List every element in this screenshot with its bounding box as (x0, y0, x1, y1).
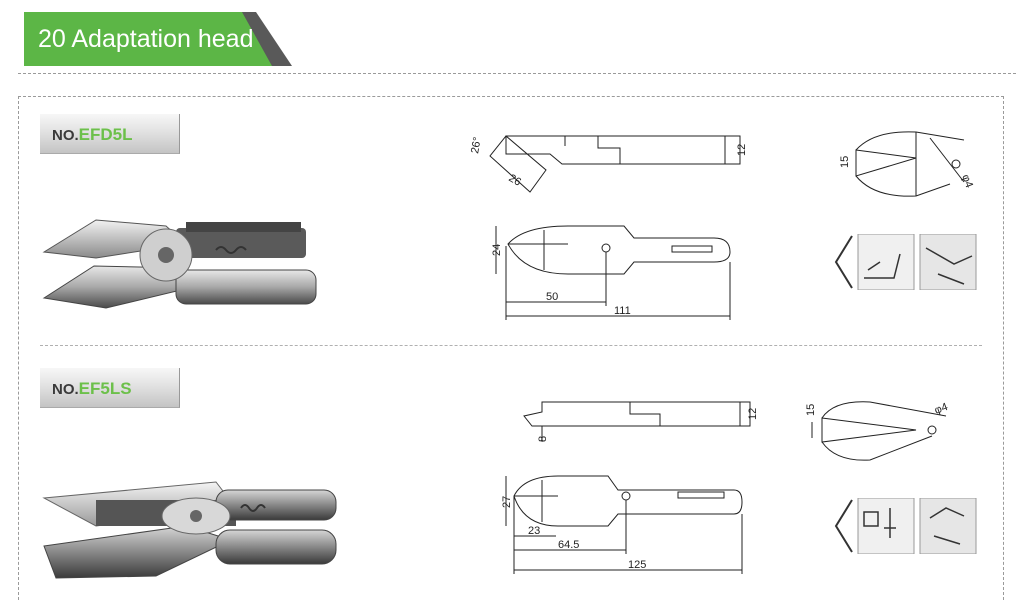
usage-photo-icon (857, 234, 915, 290)
dim-edge: 26 (507, 172, 524, 189)
usage-photo-icon (919, 234, 977, 290)
dim-width: 24 (491, 244, 503, 256)
dim-hole: φ4 (933, 401, 950, 417)
jaw-detail-efd5l: 15 φ4 (839, 131, 975, 197)
product-divider (40, 345, 982, 346)
dim-blade: 8 (537, 436, 549, 442)
jaw-detail-ef5ls: 15 φ4 (805, 401, 950, 461)
products-frame (18, 96, 1004, 600)
top-view-efd5l: 24 50 111 (491, 225, 731, 320)
usage-icons-efd5l (834, 234, 977, 290)
dim-thickness: 12 (736, 144, 748, 156)
header-rule (18, 73, 1016, 74)
model-code: EF5LS (78, 379, 132, 398)
model-code: EFD5L (78, 125, 133, 144)
product-photo-efd5l (42, 219, 317, 309)
dim-length: 125 (628, 559, 646, 571)
usage-icons-ef5ls (834, 498, 977, 554)
dim-pivot: 50 (546, 291, 558, 303)
side-view-ef5ls: 8 12 (523, 401, 759, 442)
section-title: 20 Adaptation head (38, 25, 254, 53)
dim-pivot: 64.5 (558, 539, 579, 551)
product-photo-ef5ls (42, 481, 337, 579)
header-tab-shape (24, 12, 292, 66)
model-badge-ef5ls: NO.EF5LS (40, 368, 180, 408)
dim-height: 15 (839, 156, 851, 168)
usage-photo-icon (919, 498, 977, 554)
section-header: 20 Adaptation head (24, 12, 296, 66)
dim-width: 27 (501, 496, 513, 508)
model-badge-efd5l: NO.EFD5L (40, 114, 180, 154)
dim-length: 111 (614, 305, 631, 317)
dim-hole: φ4 (959, 173, 975, 190)
dim-tip: 23 (528, 525, 540, 537)
model-prefix: NO. (52, 127, 79, 144)
dim-thickness: 12 (747, 408, 759, 420)
dim-height: 15 (805, 404, 817, 416)
dim-angle: 26° (470, 136, 484, 154)
model-prefix: NO. (52, 381, 79, 398)
top-view-ef5ls: 27 23 64.5 125 (501, 475, 743, 574)
side-view-efd5l: 12 26° 26 (470, 135, 748, 193)
